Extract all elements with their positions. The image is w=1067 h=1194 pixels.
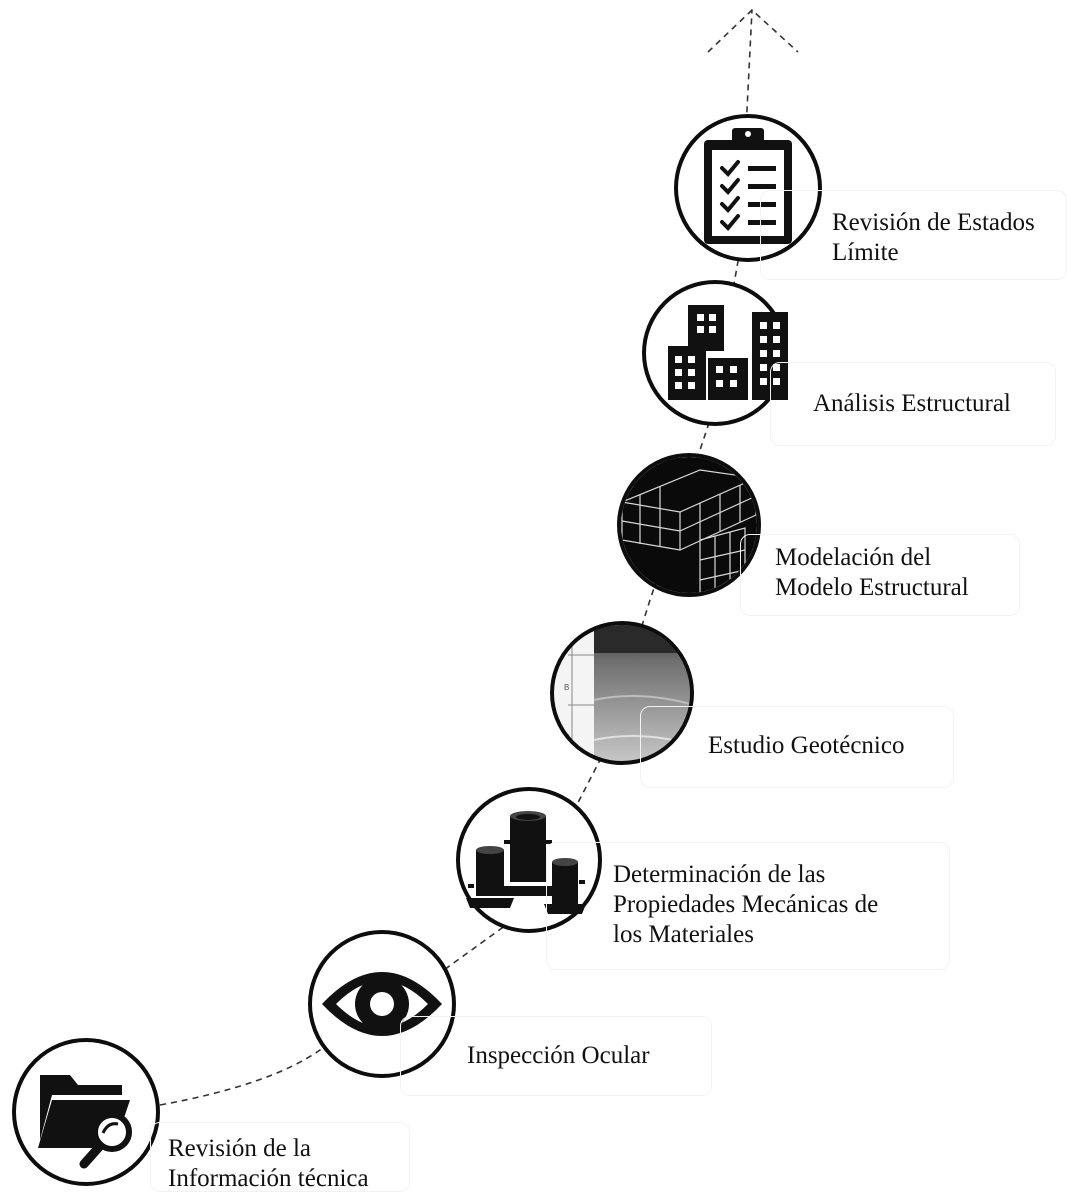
step-label-info: Revisión de la Información técnica — [168, 1134, 369, 1194]
step-label-limit: Revisión de Estados Límite — [832, 208, 1035, 268]
card-outline-geo — [640, 706, 954, 788]
step-label-line: Modelo Estructural — [775, 574, 969, 601]
step-circle-info — [12, 1038, 160, 1186]
step-circle-ocular — [308, 930, 456, 1078]
dashed-path — [159, 9, 753, 1106]
card-outline-analysis — [770, 362, 1056, 446]
step-label-line: Modelación del — [775, 544, 932, 571]
step-label-line: Propiedades Mecánicas de — [613, 891, 879, 918]
step-label-ocular: Inspección Ocular — [467, 1041, 650, 1071]
step-label-line: Inspección Ocular — [467, 1042, 650, 1069]
step-circle-limit — [674, 114, 822, 262]
step-circle-geo: B C — [550, 621, 694, 765]
eye-icon — [322, 972, 442, 1036]
soil-profile-icon: B C — [554, 625, 690, 761]
step-label-line: Revisión de Estados — [832, 209, 1035, 236]
folder-search-icon — [38, 1075, 132, 1169]
concrete-cylinder-molds-icon — [466, 811, 586, 914]
step-label-line: Límite — [832, 239, 899, 266]
step-circle-model — [617, 453, 761, 597]
buildings-icon — [668, 305, 788, 400]
step-label-line: Revisión de la — [168, 1135, 312, 1162]
step-label-geo: Estudio Geotécnico — [708, 731, 904, 761]
card-outline-model — [740, 534, 1020, 616]
arrow-head — [707, 8, 799, 53]
step-label-line: Información técnica — [168, 1165, 369, 1192]
svg-text:B: B — [564, 683, 569, 692]
step-circle-props — [456, 787, 602, 933]
step-label-line: los Materiales — [613, 921, 754, 948]
card-outline-ocular — [400, 1016, 712, 1096]
card-outline-props — [546, 842, 950, 970]
step-label-line: Análisis Estructural — [813, 390, 1011, 417]
step-label-props: Determinación de las Propiedades Mecánic… — [613, 860, 878, 950]
step-label-line: Determinación de las — [613, 861, 826, 888]
structural-model-3d-icon — [621, 457, 757, 593]
step-label-line: Estudio Geotécnico — [708, 732, 905, 759]
step-circle-analysis — [642, 280, 788, 426]
step-label-model: Modelación del Modelo Estructural — [775, 543, 969, 603]
step-label-analysis: Análisis Estructural — [813, 389, 1011, 419]
clipboard-checklist-icon — [704, 128, 792, 244]
